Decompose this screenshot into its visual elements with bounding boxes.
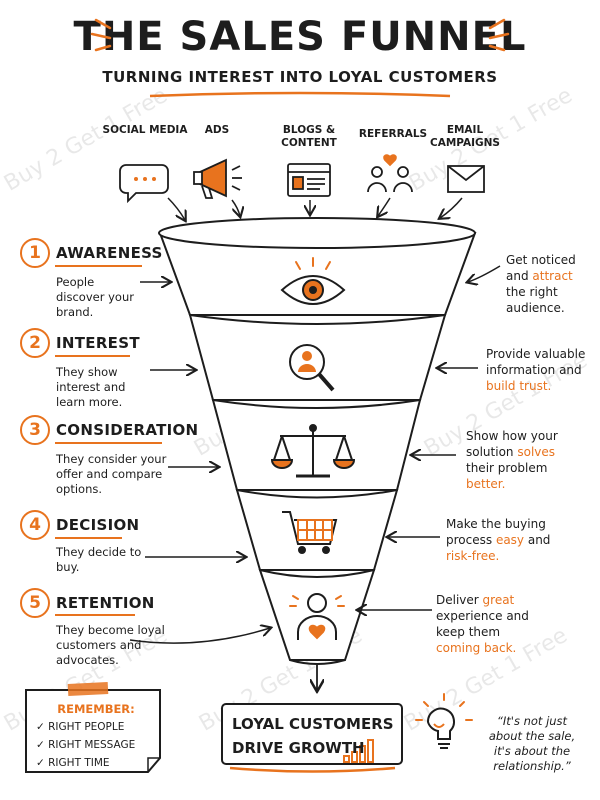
scales-icon [270,424,356,478]
growth-chart-icon [343,739,374,763]
stage-title-awareness: AWARENESS [56,244,163,262]
stage-note-retention: Deliver great experience and keep them c… [436,593,529,655]
remember-item: ✓ RIGHT TIME [36,757,110,769]
stage-title-underlines [55,265,162,616]
remember-title: REMEMBER: [57,702,135,716]
lightbulb-icon [415,693,473,749]
result-box [221,703,403,765]
quote-text: “It's not just about the sale, it's abou… [488,714,576,773]
stage-desc-consideration: They consider your offer and compare opt… [56,452,167,496]
stage-note-interest: Provide valuable information and build t… [486,347,586,393]
left-arrows [129,282,270,644]
stage-number: 5 [20,588,50,618]
person-heart-icon [289,593,345,640]
stage-note-decision: Make the buying process easy and risk-fr… [446,517,551,563]
stage-number: 3 [20,415,50,445]
cart-icon [282,511,338,554]
funnel-tier-retention [258,569,376,661]
subtitle-underline [149,91,451,98]
people-heart-icon [367,154,413,193]
stage-title-consideration: CONSIDERATION [56,421,199,439]
remember-note [25,681,161,773]
envelope-icon [447,165,485,193]
chat-bubble-icon [119,164,169,204]
page-title: THE SALES FUNNEL [73,14,527,60]
stage-desc-awareness: People discover your brand. [56,275,134,319]
source-label-blogs: BLOGS & CONTENT [281,124,337,149]
remember-item: ✓ RIGHT MESSAGE [36,739,136,751]
stage-note-consideration: Show how your solution solves their prob… [466,429,558,491]
stage-desc-decision: They decide to buy. [56,545,142,574]
stage-number: 1 [20,238,50,268]
stage-note-awareness: Get noticed and attract the right audien… [506,253,576,315]
source-arrows [167,197,463,220]
magnifier-person-icon [289,344,335,392]
webpage-icon [287,163,331,197]
stage-number: 2 [20,328,50,358]
stage-title-decision: DECISION [56,516,140,534]
remember-note-content: REMEMBER: ✓ RIGHT PEOPLE ✓ RIGHT MESSAGE… [36,700,156,772]
megaphone-icon [193,158,242,199]
title-sparkles [90,18,510,52]
source-label-email: EMAIL CAMPAIGNS [429,124,500,149]
stage-desc-interest: They show interest and learn more. [56,365,126,409]
stage-number: 4 [20,510,50,540]
stage-title-interest: INTEREST [56,334,140,352]
stage-title-retention: RETENTION [56,594,155,612]
remember-item: ✓ RIGHT PEOPLE [36,721,125,733]
result-text: LOYAL CUSTOMERS DRIVE GROWTH [232,715,394,757]
page-subtitle: TURNING INTEREST INTO LOYAL CUSTOMERS [102,68,498,86]
source-label-social-media: SOCIAL MEDIA [102,124,188,136]
eye-icon [280,257,346,305]
right-arrows [358,265,501,610]
source-label-referrals: REFERRALS [358,128,428,140]
source-label-ads: ADS [204,124,230,136]
stage-desc-retention: They become loyal customers and advocate… [56,623,165,667]
